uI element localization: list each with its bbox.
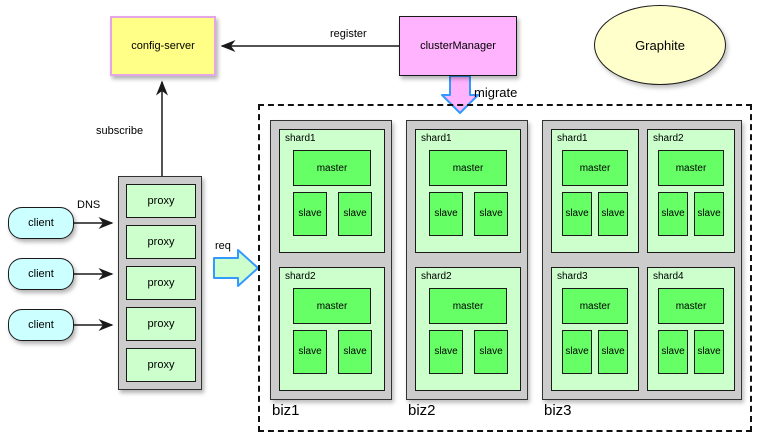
shard-title: shard1 [285, 133, 316, 144]
edge-label-subscribe: subscribe [96, 125, 144, 137]
slave-node[interactable]: slave [562, 330, 592, 374]
master-node[interactable]: master [658, 150, 724, 186]
biz-group-biz1[interactable]: shard1 master slave slave shard2 master … [270, 120, 392, 400]
client-node-1[interactable]: client [8, 207, 74, 239]
slave-node[interactable]: slave [694, 192, 724, 236]
slave-node[interactable]: slave [694, 330, 724, 374]
shard-title: shard2 [653, 133, 684, 144]
biz-group-label-biz3: biz3 [544, 402, 572, 419]
config-server-node[interactable]: config-server [110, 16, 216, 76]
slave-node[interactable]: slave [562, 192, 592, 236]
master-node[interactable]: master [429, 150, 507, 186]
edge-label-register: register [330, 28, 367, 40]
cluster-manager-node[interactable]: clusterManager [399, 16, 517, 76]
shard-box-biz1-shard2[interactable]: shard2 master slave slave [279, 267, 385, 391]
shard-box-biz2-shard2[interactable]: shard2 master slave slave [415, 267, 521, 391]
slave-node[interactable]: slave [429, 192, 463, 236]
shard-title: shard4 [653, 271, 684, 282]
slave-node[interactable]: slave [598, 330, 628, 374]
slave-node[interactable]: slave [474, 330, 508, 374]
graphite-node[interactable]: Graphite [594, 5, 726, 85]
slave-node[interactable]: slave [429, 330, 463, 374]
proxy-node-1[interactable]: proxy [126, 184, 196, 218]
shard-box-biz3-shard1[interactable]: shard1 master slave slave [551, 129, 639, 253]
client-node-3[interactable]: client [8, 309, 74, 341]
biz-cluster-region: shard1 master slave slave shard2 master … [258, 104, 752, 432]
master-node[interactable]: master [658, 288, 724, 324]
biz-group-label-biz2: biz2 [408, 402, 436, 419]
biz-group-label-biz1: biz1 [272, 402, 300, 419]
edge-label-req: req [215, 240, 231, 252]
shard-box-biz3-shard2[interactable]: shard2 master slave slave [647, 129, 735, 253]
master-node[interactable]: master [562, 288, 628, 324]
shard-box-biz2-shard1[interactable]: shard1 master slave slave [415, 129, 521, 253]
biz-group-biz2[interactable]: shard1 master slave slave shard2 master … [406, 120, 528, 400]
slave-node[interactable]: slave [293, 192, 327, 236]
req-block-arrow [213, 249, 259, 287]
shard-title: shard1 [557, 133, 588, 144]
master-node[interactable]: master [293, 150, 371, 186]
proxy-node-5[interactable]: proxy [126, 348, 196, 382]
proxy-rack: proxy proxy proxy proxy proxy [118, 176, 202, 390]
master-node[interactable]: master [429, 288, 507, 324]
slave-node[interactable]: slave [598, 192, 628, 236]
biz-group-biz3[interactable]: shard1 master slave slave shard2 master … [542, 120, 742, 400]
slave-node[interactable]: slave [338, 192, 372, 236]
edge-label-dns: DNS [77, 199, 101, 211]
shard-title: shard1 [421, 133, 452, 144]
proxy-node-4[interactable]: proxy [126, 307, 196, 341]
shard-title: shard3 [557, 271, 588, 282]
shard-box-biz3-shard3[interactable]: shard3 master slave slave [551, 267, 639, 391]
master-node[interactable]: master [562, 150, 628, 186]
proxy-node-3[interactable]: proxy [126, 266, 196, 300]
slave-node[interactable]: slave [474, 192, 508, 236]
edge-label-migrate: migrate [474, 85, 518, 100]
proxy-node-2[interactable]: proxy [126, 225, 196, 259]
shard-title: shard2 [421, 271, 452, 282]
slave-node[interactable]: slave [338, 330, 372, 374]
master-node[interactable]: master [293, 288, 371, 324]
client-node-2[interactable]: client [8, 258, 74, 290]
slave-node[interactable]: slave [293, 330, 327, 374]
shard-box-biz3-shard4[interactable]: shard4 master slave slave [647, 267, 735, 391]
shard-title: shard2 [285, 271, 316, 282]
slave-node[interactable]: slave [658, 192, 688, 236]
shard-box-biz1-shard1[interactable]: shard1 master slave slave [279, 129, 385, 253]
slave-node[interactable]: slave [658, 330, 688, 374]
